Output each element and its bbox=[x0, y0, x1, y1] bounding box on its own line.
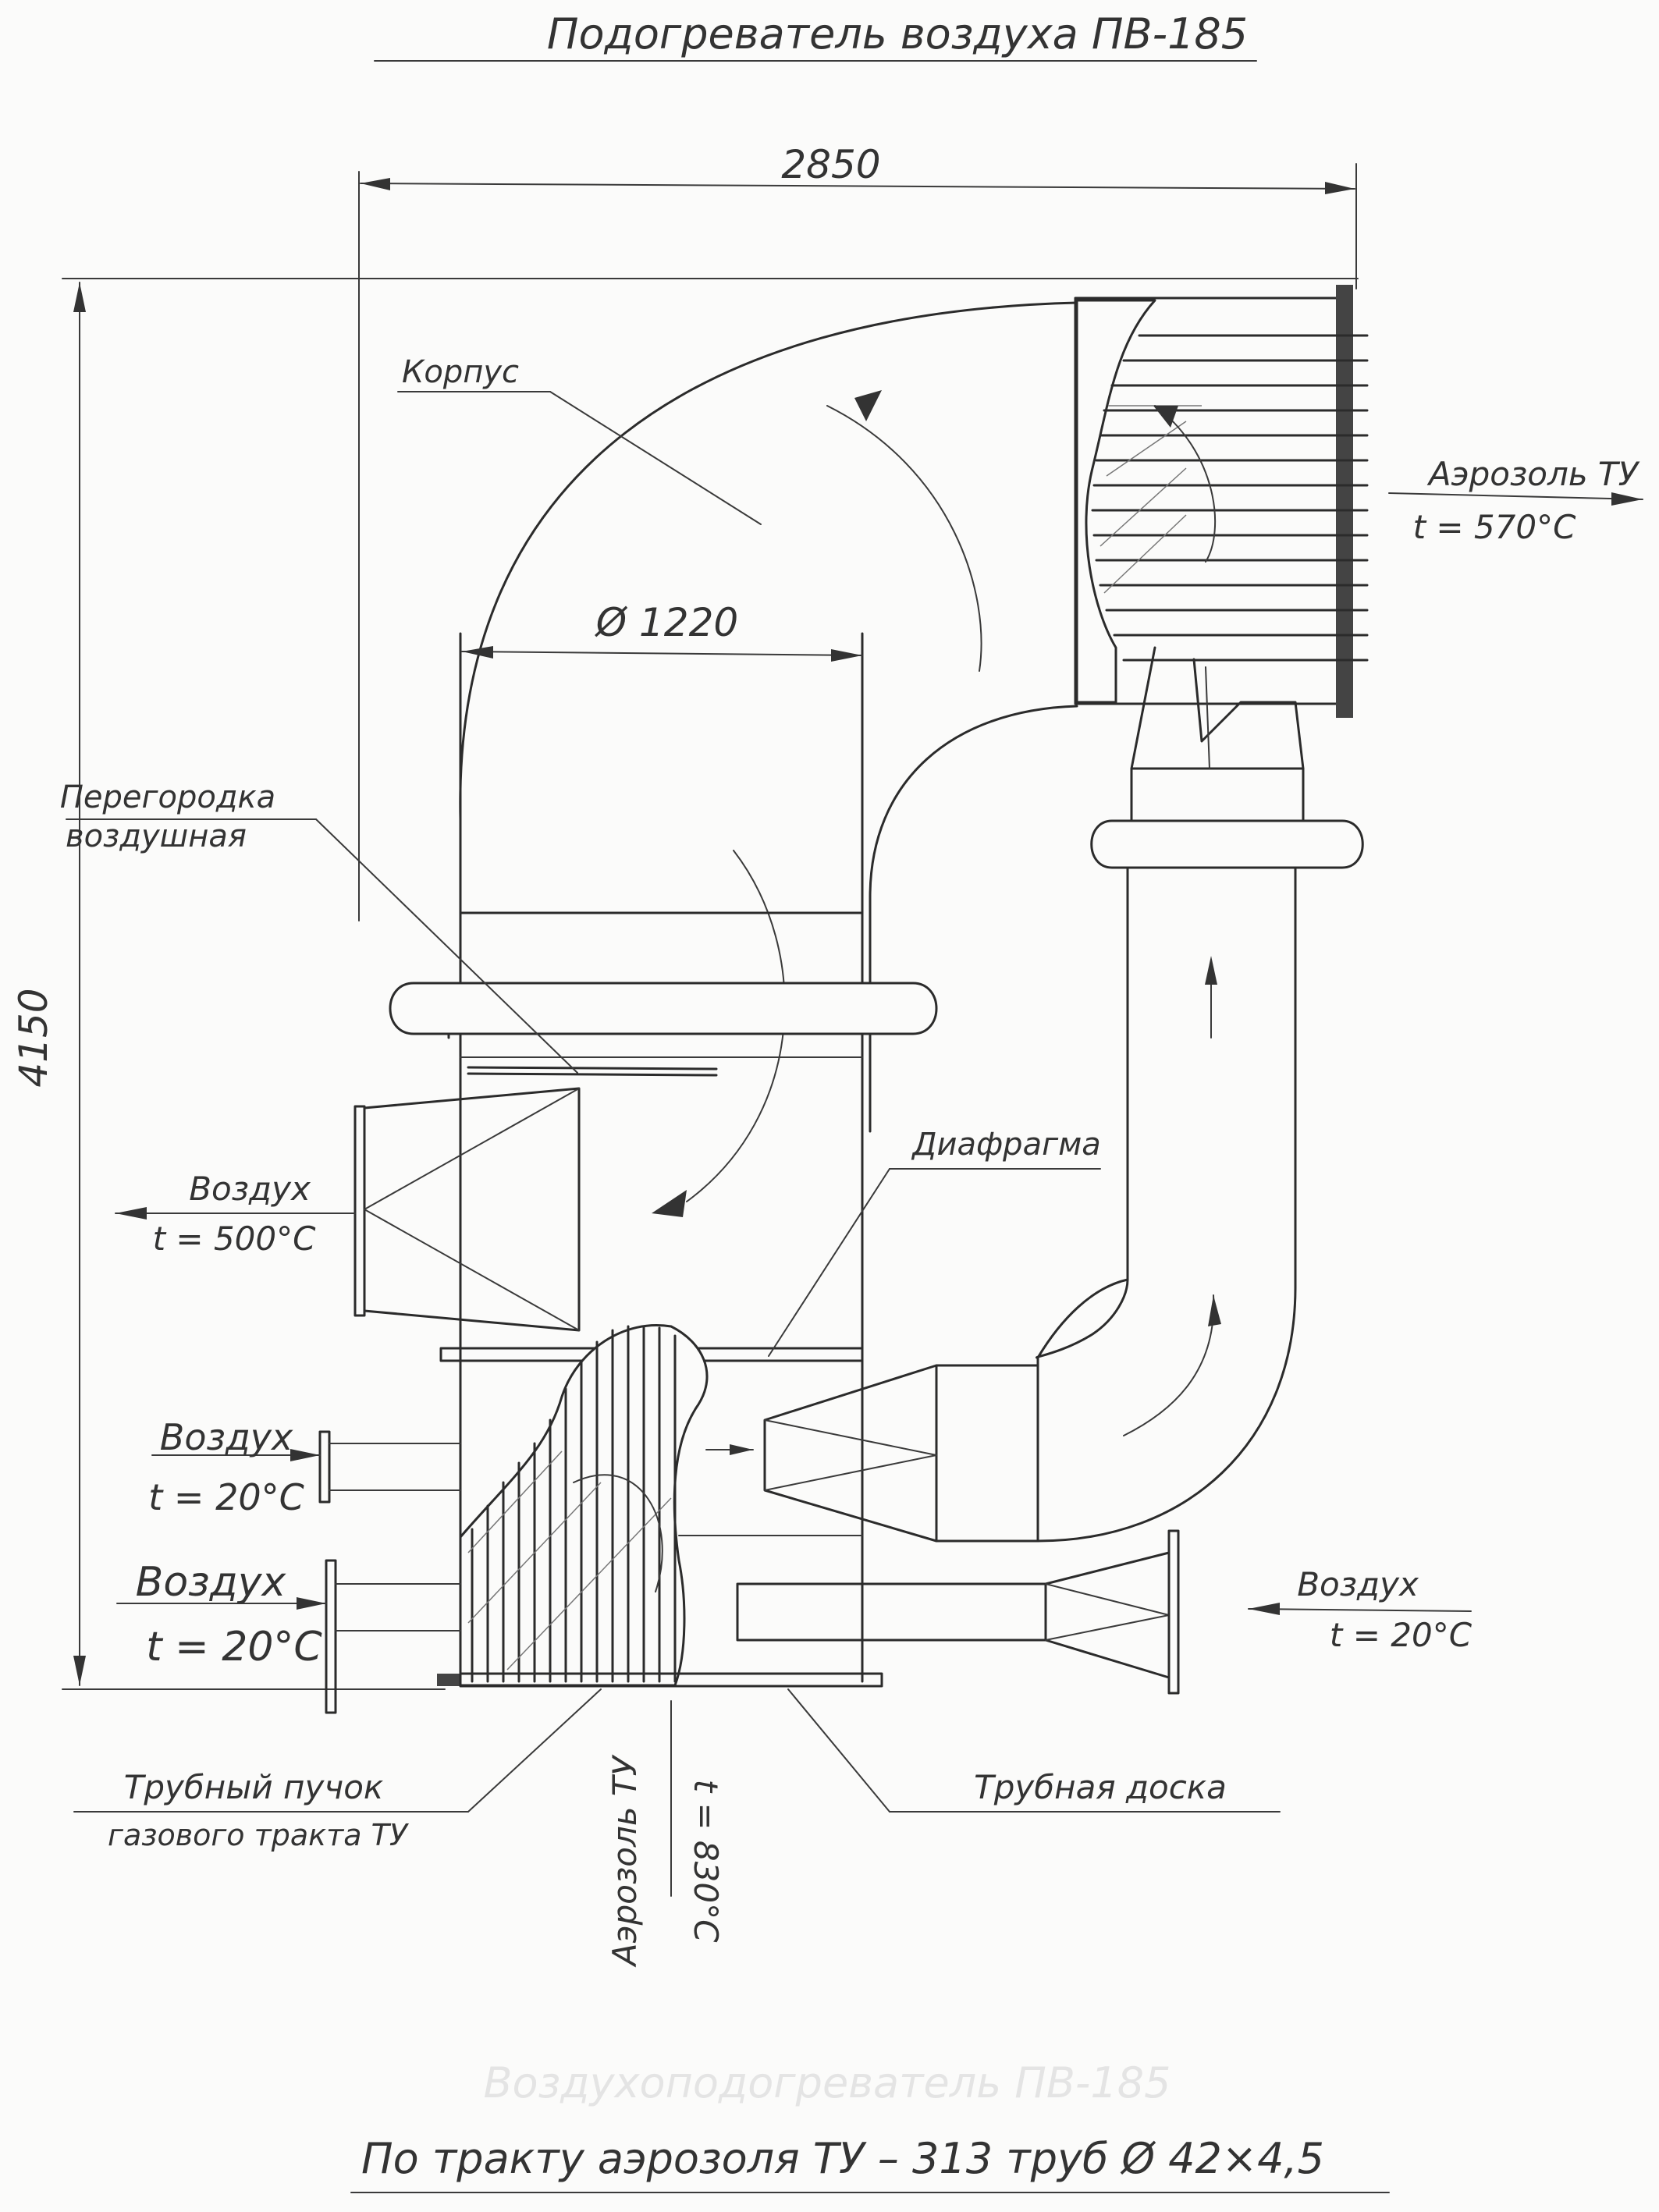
air-in-1-arrowhead bbox=[290, 1449, 320, 1461]
flow-arrow-bundle bbox=[573, 1474, 663, 1592]
connecting-duct-left-wall bbox=[869, 705, 1078, 1133]
air-in-1-flange bbox=[318, 1430, 331, 1504]
air-in-3-arrowhead bbox=[1249, 1603, 1280, 1615]
drawing-title: Подогреватель воздуха ПВ-185 bbox=[547, 9, 1248, 59]
air-in-2-temperature: t = 20°C bbox=[146, 1624, 322, 1671]
right-elbow-inner bbox=[1036, 1278, 1129, 1543]
lower-inlet-duct bbox=[736, 1582, 1047, 1642]
upper-exchanger-cutaway-edge bbox=[1075, 299, 1156, 704]
baffle-label-line1: Перегородка bbox=[60, 779, 275, 815]
right-elbow-outer bbox=[1036, 866, 1297, 1543]
bundle-label-line2: газового тракта ТУ bbox=[108, 1818, 410, 1852]
main-flange-ring bbox=[389, 982, 938, 1035]
air-outlet-cone-diag1 bbox=[364, 1088, 580, 1210]
arrowhead-top bbox=[73, 282, 86, 312]
air-baffle bbox=[467, 1066, 718, 1070]
diameter-dimension-line bbox=[461, 651, 863, 656]
baffle-leader bbox=[315, 818, 578, 1074]
air-outlet-cone bbox=[363, 1087, 581, 1332]
bundle-leader bbox=[467, 1688, 602, 1813]
flow-arrow-arc-top bbox=[826, 405, 982, 672]
lower-inlet-diag1 bbox=[1045, 1583, 1170, 1616]
baffle-label-line2: воздушная bbox=[66, 818, 247, 854]
diameter-arrowhead-left bbox=[462, 646, 493, 659]
diaphragm-leader bbox=[768, 1168, 890, 1357]
air-in-3-label: Воздух bbox=[1297, 1565, 1419, 1603]
flow-arrowhead-upper bbox=[1153, 406, 1178, 428]
upper-tube-bundle-hatch bbox=[1099, 405, 1202, 594]
air-in-1-label: Воздух bbox=[160, 1416, 293, 1458]
width-dimension-label: 2850 bbox=[781, 142, 880, 187]
air-in-2-flange bbox=[325, 1559, 337, 1714]
flow-arrowhead-top bbox=[854, 390, 882, 421]
lower-inlet-flange bbox=[1167, 1529, 1180, 1695]
return-duct-outer-arc bbox=[459, 301, 1078, 918]
flow-arrowhead-middle bbox=[652, 1190, 687, 1217]
tube-sheet bbox=[459, 1672, 883, 1688]
air-outlet-cone-diag2 bbox=[364, 1209, 580, 1331]
lower-inlet-cone bbox=[1044, 1551, 1171, 1679]
bundle-label-line1: Трубный пучок bbox=[124, 1768, 384, 1806]
height-dimension-label: 4150 bbox=[11, 988, 56, 1087]
aerosol-out-temperature: t = 570°C bbox=[1413, 508, 1577, 546]
upper-exchanger-flange bbox=[1336, 285, 1353, 718]
mid-duct-box bbox=[935, 1364, 1039, 1543]
lower-bundle-cutaway bbox=[459, 1324, 709, 1687]
right-transition-cone bbox=[1130, 646, 1305, 770]
flow-arrowhead-elbow bbox=[1208, 1295, 1221, 1326]
diameter-arrowhead-right bbox=[831, 649, 862, 662]
ghost-caption: Воздухоподогреватель ПВ-185 bbox=[484, 2058, 1171, 2107]
mid-inlet-diag2 bbox=[764, 1454, 937, 1491]
aerosol-out-line bbox=[1388, 492, 1643, 500]
diaphragm-label: Диафрагма bbox=[911, 1127, 1101, 1163]
aerosol-in-label: Аэрозоль ТУ bbox=[606, 1754, 644, 1968]
mid-inlet-cone bbox=[763, 1364, 938, 1543]
flow-arrow-arc-upper bbox=[1154, 405, 1217, 563]
aerosol-out-arrowhead bbox=[1611, 492, 1643, 506]
flow-arrowhead-up bbox=[1205, 956, 1217, 985]
upper-tube-bundle bbox=[1091, 334, 1369, 662]
air-out-arrowhead bbox=[115, 1207, 147, 1220]
footer-note: По тракту аэрозоля ТУ – 313 труб Ø 42×4,… bbox=[361, 2134, 1324, 2183]
right-flange-ring bbox=[1090, 819, 1364, 869]
arrowhead-right bbox=[1325, 182, 1355, 194]
air-in-1-temperature: t = 20°C bbox=[148, 1476, 304, 1518]
air-in-2-arrowhead bbox=[297, 1597, 326, 1610]
lower-inlet-diag2 bbox=[1045, 1614, 1170, 1641]
arrowhead-bottom bbox=[73, 1656, 86, 1685]
mid-inlet-arrowhead bbox=[730, 1444, 753, 1455]
aerosol-in-temperature: t = 830°C bbox=[687, 1780, 725, 1944]
air-baffle-lower bbox=[467, 1072, 718, 1077]
arrowhead-left bbox=[361, 178, 390, 190]
width-dimension-line bbox=[360, 183, 1355, 190]
mid-inlet-diag1 bbox=[764, 1419, 937, 1456]
right-transition-inner bbox=[1205, 666, 1210, 769]
air-out-temperature: t = 500°C bbox=[153, 1220, 317, 1258]
aerosol-out-label: Аэрозоль ТУ bbox=[1426, 455, 1640, 493]
air-out-label: Воздух bbox=[189, 1170, 311, 1208]
tube-sheet-leader bbox=[787, 1688, 890, 1813]
lower-bundle-hatch bbox=[467, 1450, 672, 1671]
korpus-leader bbox=[549, 391, 762, 525]
diameter-label: Ø 1220 bbox=[595, 600, 739, 645]
flow-arrow-elbow bbox=[1123, 1294, 1215, 1436]
korpus-label: Корпус bbox=[402, 354, 519, 390]
tube-sheet-label: Трубная доска bbox=[974, 1768, 1227, 1806]
tube-sheet-left bbox=[437, 1674, 460, 1686]
air-outlet-flange bbox=[353, 1105, 366, 1317]
air-in-3-temperature: t = 20°C bbox=[1330, 1616, 1472, 1654]
air-in-2-label: Воздух bbox=[136, 1559, 287, 1606]
right-duct-inner-wall bbox=[1035, 866, 1129, 1359]
air-in-3-line bbox=[1248, 1608, 1472, 1612]
